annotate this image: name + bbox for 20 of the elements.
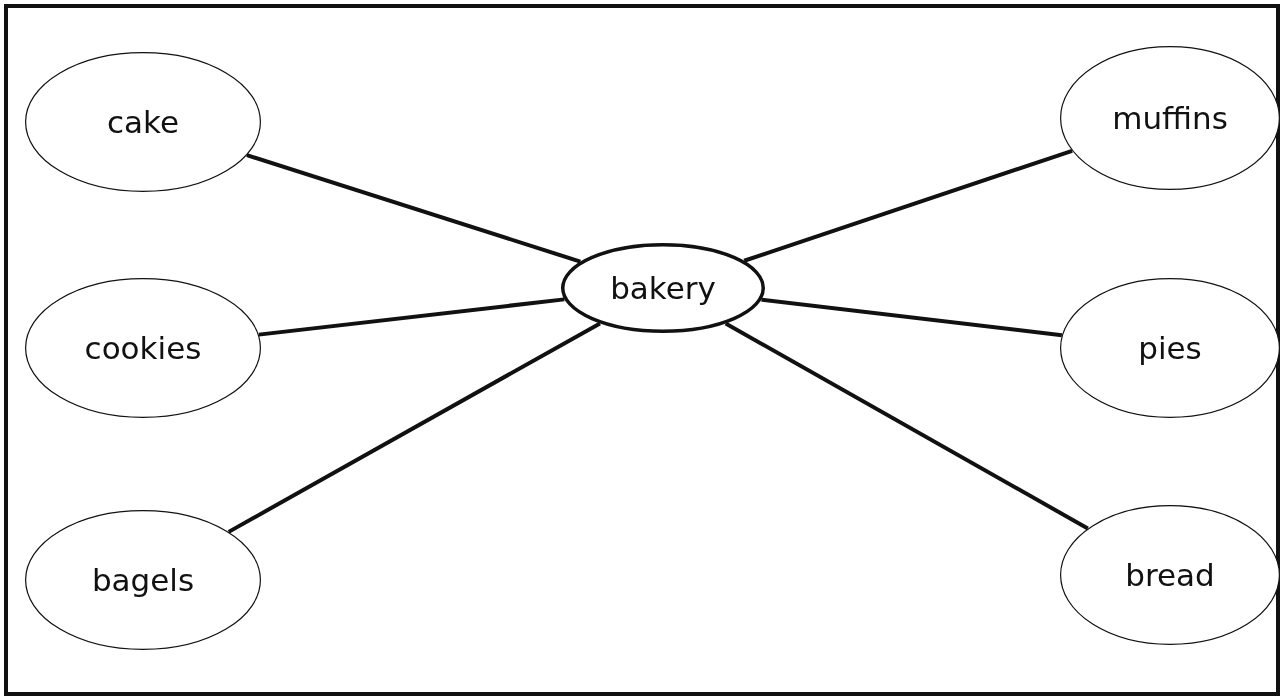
topic-ellipse [25,52,261,192]
node-label: bread [1125,557,1215,593]
node-label: bakery [610,270,716,306]
connector-line [724,321,1089,531]
topic-ellipse [25,278,261,418]
topic-ellipse [1060,505,1280,645]
topic-ellipse [1060,46,1280,190]
connector-line [258,297,565,337]
topic-ellipse [1060,278,1280,418]
node-label: cake [107,104,179,140]
topic-ellipse [25,510,261,650]
topic-ellipse [561,243,765,333]
node-label: pies [1138,330,1202,366]
connector-line [227,321,601,534]
connector-line [246,153,581,264]
node-label: cookies [84,330,202,366]
connector-line [761,297,1063,338]
node-label: muffins [1112,100,1228,136]
node-label: bagels [91,562,195,598]
connector-line [743,148,1073,263]
